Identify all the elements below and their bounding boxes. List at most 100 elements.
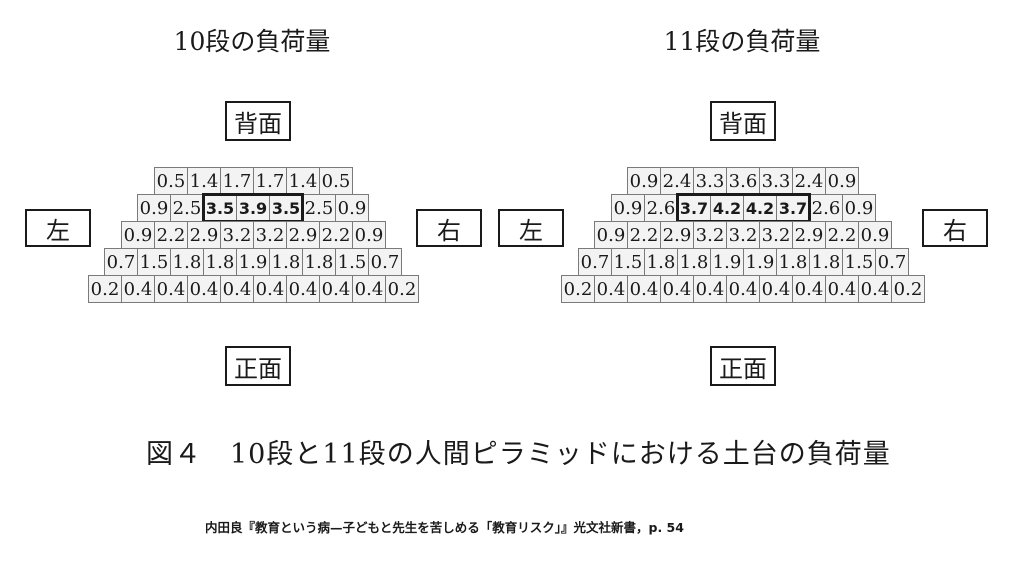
pyramid-cell: 0.9 [842,194,876,222]
pyramid-cell: 3.2 [220,221,254,249]
pyramid-cell: 1.8 [170,248,204,276]
pyramid-cell: 0.4 [121,275,155,303]
pyramid-cell: 0.4 [660,275,694,303]
pyramid-cell: 0.4 [825,275,859,303]
pyramid-cell: 0.2 [88,275,122,303]
pyramid-cell: 1.8 [269,248,303,276]
pyramid-cell: 2.9 [286,221,320,249]
pyramid-cell: 2.4 [792,167,826,195]
pyramid-cell: 3.3 [693,167,727,195]
pyramid-cell: 2.9 [792,221,826,249]
pyramid-cell: 1.7 [253,167,287,195]
pyramid-cell: 0.4 [187,275,221,303]
pyramid-cell: 1.9 [236,248,270,276]
pyramid-cell: 3.7 [776,194,810,222]
pyramid-cell: 0.4 [759,275,793,303]
left-back-label: 背面 [225,101,291,141]
pyramid-cell: 2.2 [627,221,661,249]
pyramid-cell: 1.5 [842,248,876,276]
pyramid-cell: 4.2 [743,194,777,222]
pyramid-cell: 2.9 [660,221,694,249]
right-back-label: 背面 [710,101,776,141]
pyramid-cell: 0.7 [875,248,909,276]
pyramid-cell: 2.4 [660,167,694,195]
pyramid-cell: 3.2 [253,221,287,249]
pyramid-cell: 3.3 [759,167,793,195]
pyramid-cell: 0.9 [825,167,859,195]
pyramid-cell: 2.2 [319,221,353,249]
pyramid-cell: 0.4 [726,275,760,303]
pyramid-cell: 3.2 [759,221,793,249]
pyramid-cell: 0.9 [858,221,892,249]
right-front-label: 正面 [710,346,776,386]
pyramid-cell: 0.9 [335,194,369,222]
pyramid-cell: 1.5 [611,248,645,276]
pyramid-cell: 0.2 [891,275,925,303]
pyramid-cell: 0.9 [627,167,661,195]
pyramid-cell: 2.2 [154,221,188,249]
pyramid-cell: 0.4 [253,275,287,303]
pyramid-cell: 1.5 [335,248,369,276]
left-front-label: 正面 [225,346,291,386]
pyramid-cell: 2.5 [170,194,204,222]
pyramid-cell: 0.4 [352,275,386,303]
right-title: 11段の負荷量 [663,27,821,56]
pyramid-cell: 1.9 [743,248,777,276]
left-right-label: 右 [416,209,482,247]
pyramid-cell: 3.6 [726,167,760,195]
pyramid-cell: 2.6 [644,194,678,222]
pyramid-cell: 0.4 [319,275,353,303]
pyramid-cell: 1.4 [187,167,221,195]
pyramid-cell: 3.9 [236,194,270,222]
pyramid-cell: 0.5 [319,167,353,195]
right-right-label: 右 [922,209,988,247]
pyramid-cell: 2.6 [809,194,843,222]
pyramid-cell: 0.4 [286,275,320,303]
pyramid-cell: 0.2 [385,275,419,303]
pyramid-cell: 1.8 [776,248,810,276]
pyramid-cell: 3.2 [693,221,727,249]
pyramid-cell: 0.4 [792,275,826,303]
pyramid-cell: 1.8 [644,248,678,276]
pyramid-cell: 0.7 [578,248,612,276]
left-left-label: 左 [25,209,91,247]
pyramid-cell: 1.8 [203,248,237,276]
pyramid-cell: 3.5 [269,194,303,222]
figure-caption: 図４ 10段と11段の人間ピラミッドにおける土台の負荷量 [146,439,891,470]
left-title: 10段の負荷量 [173,27,331,56]
pyramid-cell: 2.9 [187,221,221,249]
pyramid-cell: 3.2 [726,221,760,249]
pyramid-cell: 0.2 [561,275,595,303]
pyramid-cell: 0.5 [154,167,188,195]
pyramid-cell: 0.9 [121,221,155,249]
pyramid-cell: 0.7 [104,248,138,276]
pyramid-cell: 2.5 [302,194,336,222]
right-left-label: 左 [498,209,564,247]
pyramid-cell: 0.4 [154,275,188,303]
pyramid-cell: 0.4 [858,275,892,303]
source-citation: 内田良『教育という病—子どもと先生を苦しめる「教育リスク」』光文社新書，p. 5… [205,520,684,535]
pyramid-cell: 1.9 [710,248,744,276]
pyramid-cell: 0.4 [693,275,727,303]
pyramid-cell: 0.4 [594,275,628,303]
pyramid-cell: 1.7 [220,167,254,195]
pyramid-cell: 0.9 [137,194,171,222]
pyramid-cell: 0.9 [352,221,386,249]
pyramid-cell: 0.9 [611,194,645,222]
pyramid-cell: 3.7 [677,194,711,222]
pyramid-cell: 2.2 [825,221,859,249]
pyramid-cell: 1.8 [302,248,336,276]
pyramid-cell: 4.2 [710,194,744,222]
pyramid-cell: 3.5 [203,194,237,222]
pyramid-cell: 1.8 [809,248,843,276]
pyramid-cell: 0.7 [368,248,402,276]
